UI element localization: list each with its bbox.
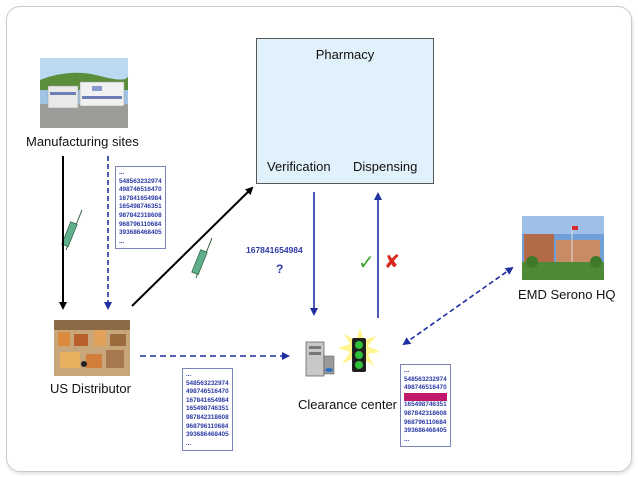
serial-row: ... bbox=[119, 237, 125, 245]
serial-row: 987842318608 bbox=[186, 413, 229, 421]
serial-row: ... bbox=[404, 435, 410, 443]
serial-row: 987842318608 bbox=[119, 211, 162, 219]
serial-row: 498746516470 bbox=[186, 388, 229, 396]
serial-row: 498746516470 bbox=[119, 186, 162, 194]
serial-row: 548563232974 bbox=[186, 379, 229, 387]
serial-row: 167841654984 bbox=[119, 194, 162, 202]
verification-label: Verification bbox=[267, 159, 331, 174]
emd-serono-hq-label: EMD Serono HQ bbox=[518, 287, 616, 302]
server-icon bbox=[305, 341, 335, 377]
serial-row: 548563232974 bbox=[119, 177, 162, 185]
pharmacy-title: Pharmacy bbox=[315, 47, 375, 62]
cross-icon: ✘ bbox=[384, 252, 400, 273]
serial-row: 167841654984 bbox=[186, 396, 229, 404]
manufacturing-serial-list: ... 548563232974 498746516470 1678416549… bbox=[115, 166, 166, 250]
slide-frame bbox=[6, 6, 632, 472]
syringe-icon bbox=[191, 237, 213, 279]
manufacturing-sites-label: Manufacturing sites bbox=[26, 134, 139, 149]
syringe-icon bbox=[61, 209, 83, 251]
serial-row: ... bbox=[186, 439, 192, 447]
serial-row: 498746516470 bbox=[404, 384, 447, 392]
query-question-mark: ? bbox=[276, 262, 284, 276]
serial-row: 548563232974 bbox=[404, 375, 447, 383]
arrow-distributor-to-pharmacy bbox=[131, 186, 254, 307]
serial-row: 165498746351 bbox=[404, 401, 447, 409]
serial-row: 968796110684 bbox=[119, 220, 162, 228]
clearance-center-label: Clearance center bbox=[298, 397, 397, 412]
serial-row: 968796110684 bbox=[186, 422, 229, 430]
serial-row: 968796110684 bbox=[404, 418, 447, 426]
arrow-clearance-hq-exchange bbox=[402, 266, 514, 346]
manufacturing-building-image bbox=[40, 58, 129, 128]
checkmark-icon: ✓ bbox=[358, 252, 375, 274]
serial-row: ... bbox=[186, 371, 192, 378]
us-distributor-label: US Distributor bbox=[50, 381, 131, 396]
serial-row: 987842318608 bbox=[404, 409, 447, 417]
distributor-serial-list: ... 548563232974 498746516470 1678416549… bbox=[182, 368, 233, 452]
serial-row: 165498746351 bbox=[119, 203, 162, 211]
serial-row: 165498746351 bbox=[186, 405, 229, 413]
clearance-serial-list: ... 548563232974 498746516470 1678416549… bbox=[400, 364, 451, 448]
traffic-light-icon bbox=[338, 328, 380, 372]
serial-row: ... bbox=[119, 169, 125, 176]
pharmacy-box: Pharmacy Verification Dispensing bbox=[256, 38, 434, 184]
serial-row: 393686468405 bbox=[119, 229, 162, 237]
hq-building-image bbox=[522, 216, 604, 280]
serial-row: 393686468405 bbox=[404, 427, 447, 435]
dispensing-label: Dispensing bbox=[353, 159, 418, 174]
warehouse-image bbox=[54, 320, 130, 376]
serial-row: 393686468405 bbox=[186, 431, 229, 439]
serial-row-struck: 167841654984 bbox=[404, 392, 447, 402]
serial-row: ... bbox=[404, 367, 410, 374]
query-serial-number: 167841654984 bbox=[246, 245, 303, 255]
